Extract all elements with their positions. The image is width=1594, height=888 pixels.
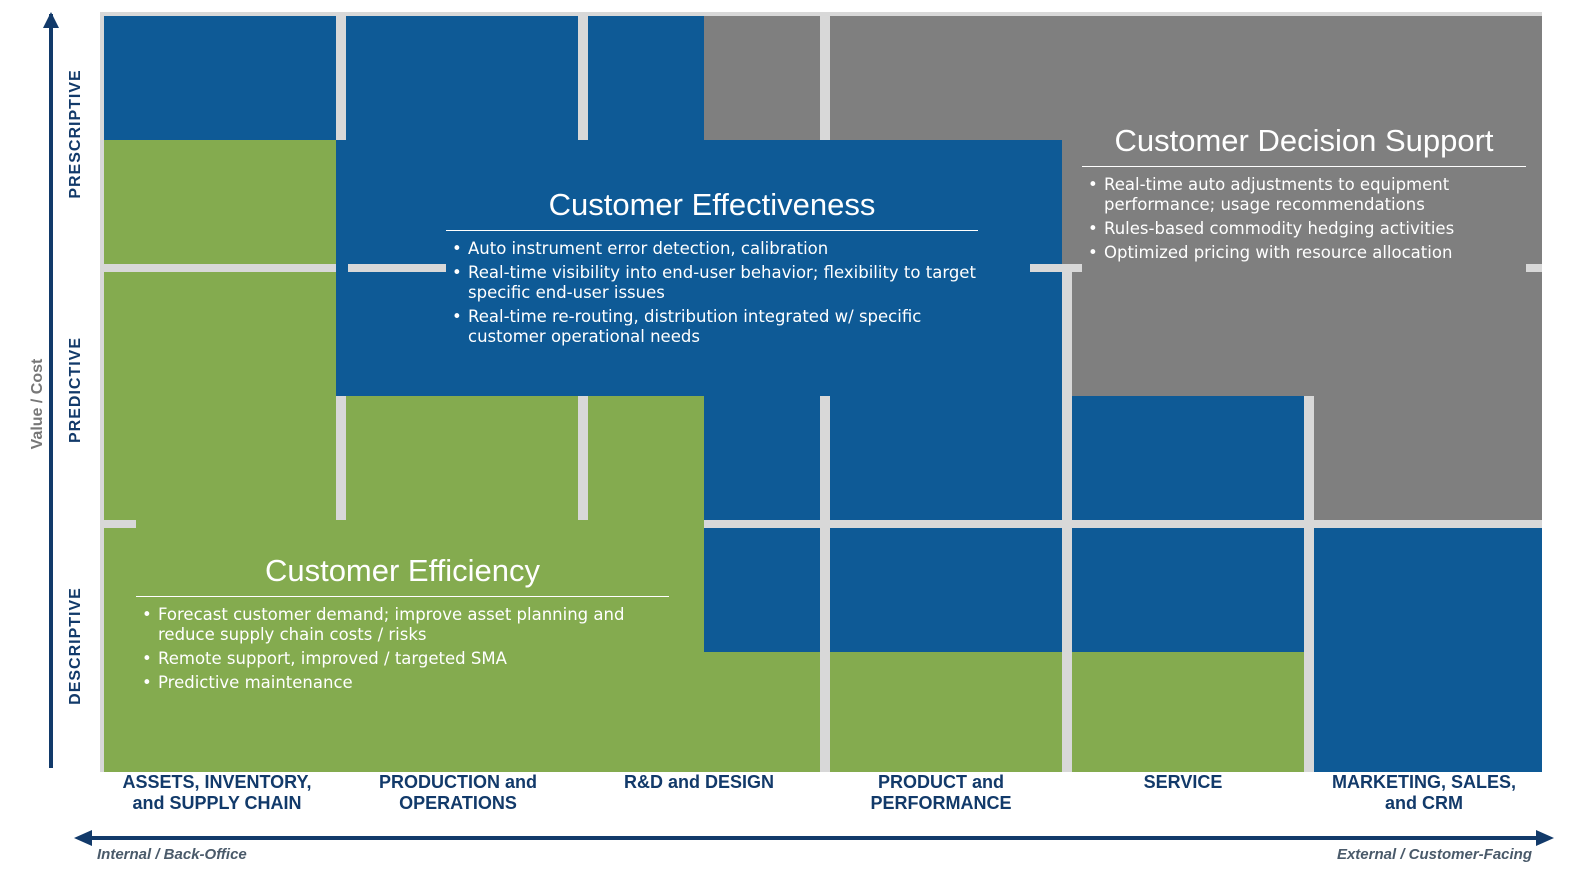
column-label-marketing: MARKETING, SALES, and CRM — [1331, 772, 1516, 813]
decision-support-callout: Customer Decision Support Real-time auto… — [1082, 122, 1526, 267]
grid-cell-c1-r0-0 — [346, 16, 578, 264]
efficiency-connector — [136, 520, 704, 528]
grid-cell-c5-r2-0 — [1314, 528, 1542, 772]
effectiveness-bullet: Real-time visibility into end-user behav… — [446, 263, 978, 303]
grid-cell-c0-r1-0 — [104, 272, 336, 520]
grid-cell-c4-r1-1 — [1072, 396, 1304, 520]
grid-cell-c4-r2-0 — [1072, 528, 1304, 652]
grid-cell-c3-r0-0 — [830, 16, 1062, 140]
grid-cell-c2-r0-1 — [704, 16, 820, 140]
axis-left-arrowhead — [74, 830, 92, 846]
x-axis-left-label: Internal / Back-Office — [97, 846, 247, 863]
effectiveness-bullet: Real-time re-routing, distribution integ… — [446, 307, 978, 347]
value-axis-line — [49, 14, 53, 768]
axis-right-arrowhead — [1536, 830, 1554, 846]
grid-cell-c0-r0-1 — [104, 140, 336, 264]
decision-support-bullet: Optimized pricing with resource allocati… — [1082, 243, 1526, 263]
efficiency-callout: Customer Efficiency Forecast customer de… — [136, 552, 669, 697]
efficiency-bullet: Forecast customer demand; improve asset … — [136, 605, 669, 645]
effectiveness-title: Customer Effectiveness — [446, 186, 978, 231]
y-axis-label: Value / Cost — [29, 358, 46, 450]
column-label-rnd: R&D and DESIGN — [623, 772, 774, 792]
grid-cell-c5-r1-0 — [1314, 272, 1542, 520]
decision-support-bullet: Real-time auto adjustments to equipment … — [1082, 175, 1526, 215]
column-label-service: SERVICE — [1143, 772, 1223, 792]
grid-cell-c4-r2-1 — [1072, 652, 1304, 772]
column-label-product: PRODUCT and PERFORMANCE — [870, 772, 1012, 813]
internal-external-axis-line — [90, 836, 1540, 840]
grid-cell-c2-r2-1 — [704, 528, 820, 652]
grid-cell-c0-r0-0 — [104, 16, 336, 140]
efficiency-bullets: Forecast customer demand; improve asset … — [136, 605, 669, 693]
effectiveness-bullets: Auto instrument error detection, calibra… — [446, 239, 978, 347]
row-label-predictive: PREDICTIVE — [67, 336, 84, 444]
value-axis-arrowhead — [43, 12, 59, 28]
decision-support-connector — [1082, 264, 1526, 272]
efficiency-bullet: Predictive maintenance — [136, 673, 669, 693]
effectiveness-callout: Customer Effectiveness Auto instrument e… — [446, 186, 978, 351]
effectiveness-connector — [336, 140, 348, 396]
efficiency-title: Customer Efficiency — [136, 552, 669, 597]
decision-support-bullet: Rules-based commodity hedging activities — [1082, 219, 1526, 239]
grid-cell-c2-r1-1 — [588, 396, 704, 520]
x-axis-right-label: External / Customer-Facing — [1336, 846, 1532, 863]
decision-support-connector — [1062, 16, 1074, 264]
row-label-descriptive: DESCRIPTIVE — [67, 587, 84, 705]
grid-cell-c3-r2-1 — [830, 652, 1062, 772]
grid-cell-c4-r1-0 — [1072, 272, 1304, 396]
column-label-assets: ASSETS, INVENTORY, and SUPPLY CHAIN — [122, 772, 312, 813]
grid-cell-c3-r2-0 — [830, 528, 1062, 652]
decision-support-bullets: Real-time auto adjustments to equipment … — [1082, 175, 1526, 263]
grid-cell-c1-r1-1 — [346, 396, 578, 520]
row-label-prescriptive: PRESCRIPTIVE — [67, 69, 84, 199]
column-label-production: PRODUCTION and OPERATIONS — [378, 772, 537, 813]
efficiency-bullet: Remote support, improved / targeted SMA — [136, 649, 669, 669]
decision-support-title: Customer Decision Support — [1082, 122, 1526, 167]
effectiveness-bullet: Auto instrument error detection, calibra… — [446, 239, 978, 259]
